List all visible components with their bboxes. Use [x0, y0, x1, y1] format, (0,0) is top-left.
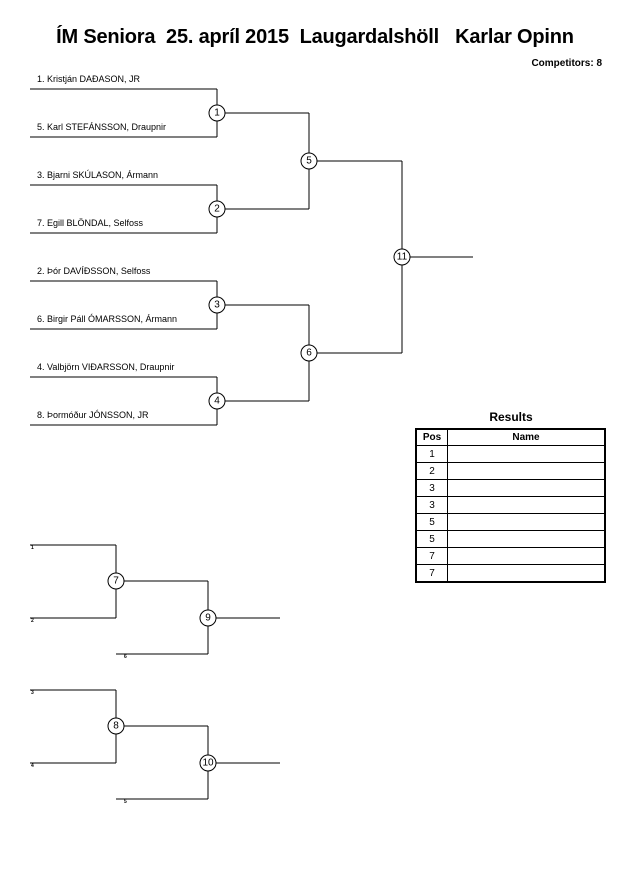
- name-cell: [447, 445, 606, 463]
- seed-label: 5: [124, 799, 127, 805]
- match-node: 5: [300, 152, 318, 170]
- player-slot: 6. Birgir Páll ÓMARSSON, Ármann: [37, 314, 177, 324]
- name-cell: [447, 513, 606, 531]
- svg-text:6: 6: [306, 348, 312, 359]
- svg-text:9: 9: [205, 613, 211, 624]
- pos-header: Pos: [415, 428, 448, 446]
- match-node: 8: [107, 717, 125, 735]
- pos-cell: 1: [415, 445, 448, 463]
- match-node: 1: [208, 104, 226, 122]
- svg-text:5: 5: [306, 156, 312, 167]
- table-row: 3: [415, 479, 606, 497]
- player-slot: 5. Karl STEFÁNSSON, Draupnir: [37, 122, 166, 132]
- seed-label: 3: [31, 690, 34, 696]
- table-row: 1: [415, 445, 606, 463]
- name-cell: [447, 530, 606, 548]
- svg-text:2: 2: [214, 204, 220, 215]
- name-cell: [447, 479, 606, 497]
- player-slot: 3. Bjarni SKÚLASON, Ármann: [37, 170, 158, 180]
- match-nodes: 1 2 3 4 5 6 11 7 9 8 10: [107, 104, 411, 772]
- match-node: 4: [208, 392, 226, 410]
- results-title: Results: [489, 410, 533, 424]
- seed-label: 1: [31, 545, 34, 551]
- player-slot: 8. Þormóður JÓNSSON, JR: [37, 410, 149, 420]
- pos-cell: 5: [415, 530, 448, 548]
- pos-cell: 7: [415, 547, 448, 565]
- seed-label: 4: [31, 763, 34, 769]
- results-header-row: Pos Name: [415, 428, 606, 446]
- match-node: 2: [208, 200, 226, 218]
- table-row: 5: [415, 513, 606, 531]
- repechage-lines: [30, 544, 280, 800]
- pos-cell: 2: [415, 462, 448, 480]
- seed-label: 2: [31, 618, 34, 624]
- match-node: 3: [208, 296, 226, 314]
- pos-cell: 3: [415, 496, 448, 514]
- name-cell: [447, 496, 606, 514]
- pos-cell: 5: [415, 513, 448, 531]
- svg-text:11: 11: [397, 252, 408, 263]
- svg-text:4: 4: [214, 396, 220, 407]
- main-bracket-lines: [30, 88, 473, 426]
- svg-text:3: 3: [214, 300, 220, 311]
- repechage-seeds: 1 2 6 3 4 5: [31, 545, 127, 805]
- page-title: ÍM Seniora 25. apríl 2015 Laugardalshöll…: [56, 26, 574, 48]
- pos-cell: 3: [415, 479, 448, 497]
- match-node: 10: [199, 754, 217, 772]
- seed-label: 6: [124, 654, 127, 660]
- match-node: 7: [107, 572, 125, 590]
- match-node: 6: [300, 344, 318, 362]
- name-cell: [447, 547, 606, 565]
- table-row: 3: [415, 496, 606, 514]
- name-header: Name: [447, 428, 606, 446]
- name-cell: [447, 462, 606, 480]
- match-node: 9: [199, 609, 217, 627]
- player-slot: 1. Kristján DAÐASON, JR: [37, 74, 141, 84]
- player-slot: 4. Valbjörn VIÐARSSON, Draupnir: [37, 362, 174, 372]
- player-slot: 2. Þór DAVÍÐSSON, Selfoss: [37, 266, 151, 276]
- svg-text:1: 1: [214, 108, 220, 119]
- player-slot: 7. Egill BLÖNDAL, Selfoss: [37, 218, 144, 228]
- results-table: Pos Name 1 2 3 3 5 5 7 7: [415, 428, 606, 583]
- match-node: 11: [393, 248, 411, 266]
- table-row: 7: [415, 547, 606, 565]
- table-row: 5: [415, 530, 606, 548]
- pos-cell: 7: [415, 564, 448, 583]
- svg-text:10: 10: [202, 758, 214, 769]
- svg-text:8: 8: [113, 721, 119, 732]
- player-names: 1. Kristján DAÐASON, JR 5. Karl STEFÁNSS…: [37, 74, 177, 420]
- table-row: 2: [415, 462, 606, 480]
- name-cell: [447, 564, 606, 583]
- table-row: 7: [415, 564, 606, 583]
- competitors-count: Competitors: 8: [531, 58, 602, 69]
- svg-text:7: 7: [113, 576, 119, 587]
